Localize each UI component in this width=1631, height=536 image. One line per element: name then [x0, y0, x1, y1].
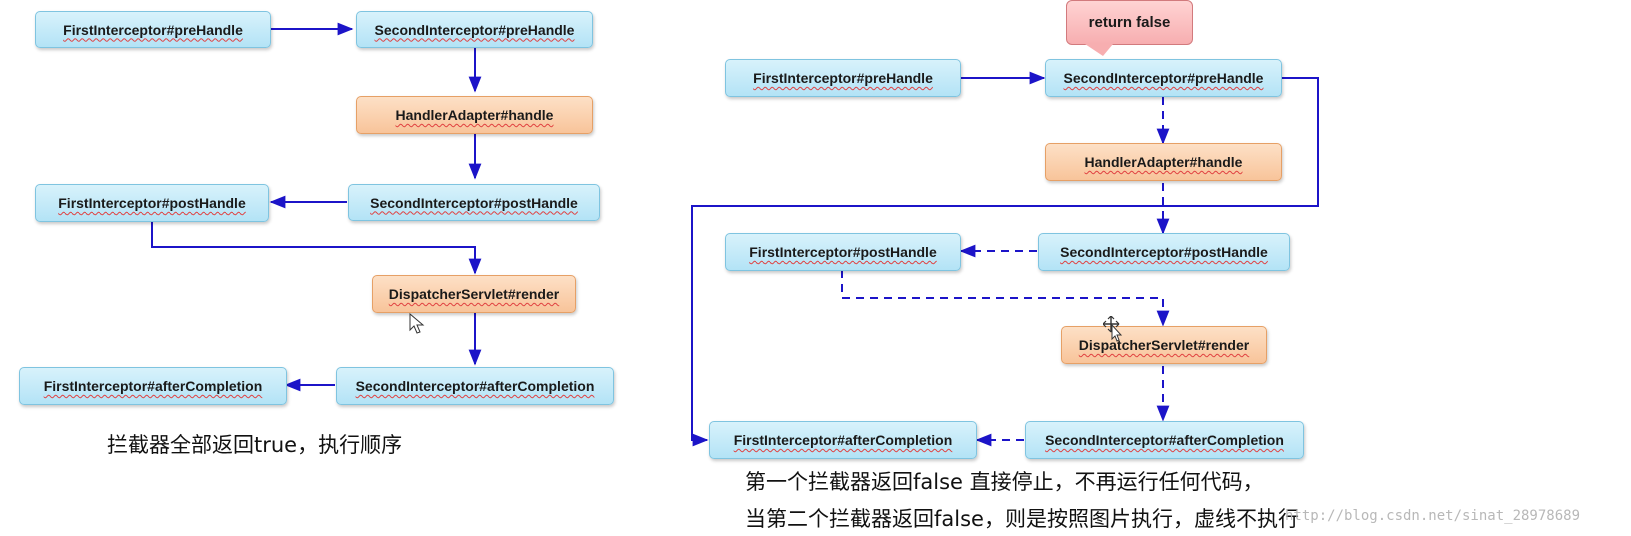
watermark-url: http://blog.csdn.net/sinat_28978689 — [1285, 508, 1581, 524]
callout-pointer — [1085, 44, 1113, 56]
left-node-dispatcherservlet-render: DispatcherServlet#render — [372, 275, 576, 313]
left-node-second-posthandle: SecondInterceptor#postHandle — [348, 184, 600, 221]
right-node-second-aftercompletion: SecondInterceptor#afterCompletion — [1025, 421, 1304, 459]
left-node-first-posthandle: FirstInterceptor#postHandle — [35, 184, 269, 222]
left-node-second-aftercompletion: SecondInterceptor#afterCompletion — [336, 367, 614, 405]
right-node-first-posthandle: FirstInterceptor#postHandle — [725, 233, 961, 271]
left-caption: 拦截器全部返回true，执行顺序 — [107, 433, 403, 457]
right-node-first-aftercompletion: FirstInterceptor#afterCompletion — [709, 421, 977, 459]
move-cursor-icon — [1103, 316, 1123, 342]
left-node-second-prehandle: SecondInterceptor#preHandle — [356, 11, 593, 48]
right-caption-line1: 第一个拦截器返回false 直接停止，不再运行任何代码， — [745, 470, 1264, 494]
mouse-pointer-icon — [409, 313, 425, 334]
left-node-first-prehandle: FirstInterceptor#preHandle — [35, 11, 271, 48]
arrow-first-post-to-render — [151, 221, 482, 275]
right-node-second-prehandle: SecondInterceptor#preHandle — [1045, 59, 1282, 97]
left-node-handleradapter-handle: HandlerAdapter#handle — [356, 96, 593, 134]
dashed-arrow-first-post-to-render — [841, 270, 1170, 327]
arrow-right-false-bypass — [691, 77, 1319, 447]
right-caption-line2: 当第二个拦截器返回false，则是按照图片执行，虚线不执行 — [745, 507, 1299, 531]
right-node-handleradapter-handle: HandlerAdapter#handle — [1045, 143, 1282, 181]
right-node-dispatcherservlet-render: DispatcherServlet#render — [1061, 326, 1267, 364]
right-node-second-posthandle: SecondInterceptor#postHandle — [1038, 233, 1290, 271]
left-node-first-aftercompletion: FirstInterceptor#afterCompletion — [19, 367, 287, 405]
return-false-callout: return false — [1066, 0, 1193, 45]
right-node-first-prehandle: FirstInterceptor#preHandle — [725, 59, 961, 97]
